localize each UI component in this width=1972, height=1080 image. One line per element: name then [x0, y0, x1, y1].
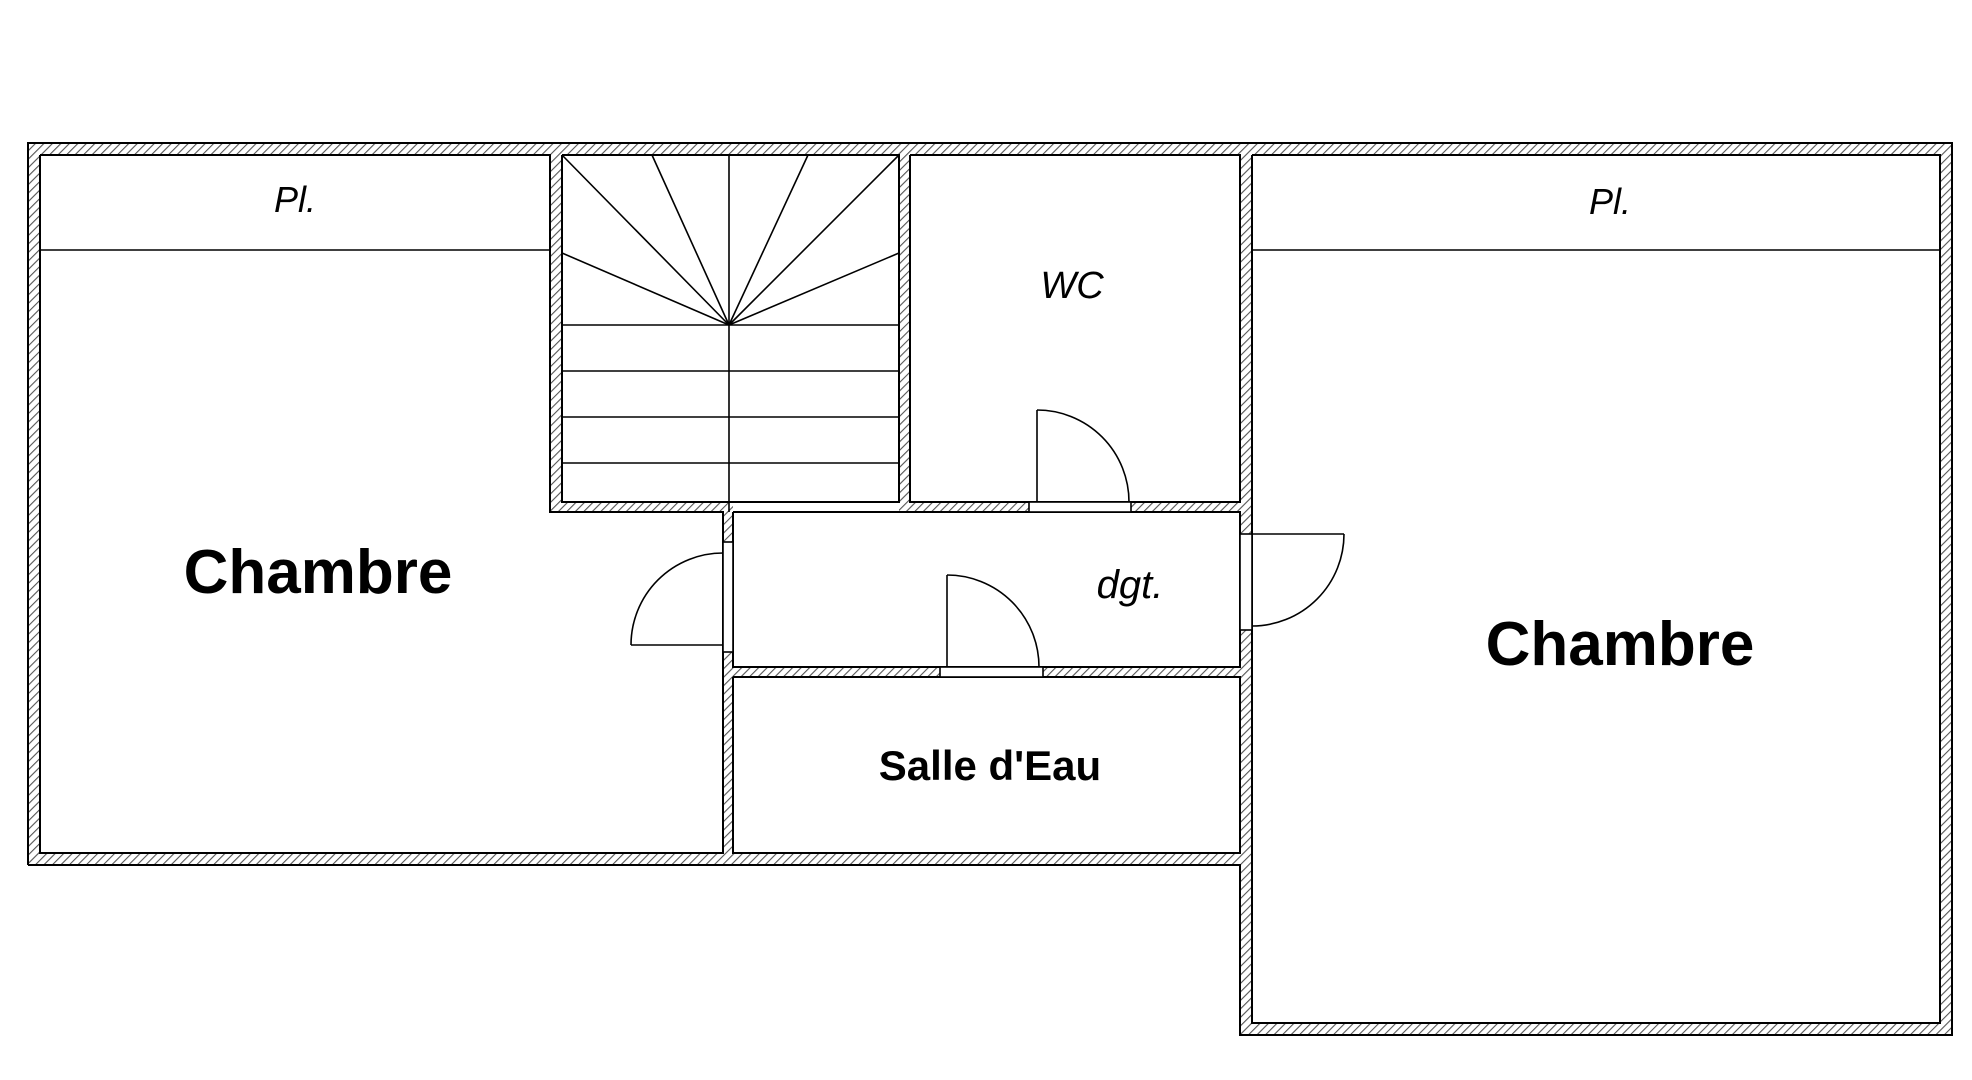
- wall-stair-left: [550, 150, 562, 512]
- wall-stair-right: [899, 150, 910, 512]
- wall-bottom-right: [1240, 1023, 1952, 1035]
- wall-bottom-left: [28, 853, 1246, 865]
- wall-top-right: [1240, 143, 1952, 155]
- room-label-chambre-left: Chambre: [184, 538, 453, 607]
- wall-salle-top-b: [1043, 667, 1246, 677]
- room-label-degagement: dgt.: [1097, 563, 1164, 607]
- wall-salle-top-a: [723, 667, 940, 677]
- wall-stair-bottom: [550, 502, 730, 512]
- wall-right: [1940, 150, 1952, 1035]
- room-label-salle-deau: Salle d'Eau: [879, 742, 1101, 789]
- wall-wc-bottom-b: [1131, 502, 1246, 512]
- door-salle-deau: [939, 574, 1044, 678]
- door-chambre-right: [1239, 533, 1345, 631]
- room-label-placard-left: Pl.: [274, 179, 316, 220]
- wall-dgt-left: [723, 502, 733, 862]
- wall-wc-bottom-a: [899, 502, 1029, 512]
- door-chambre-left: [630, 541, 734, 653]
- room-label-chambre-right: Chambre: [1486, 610, 1755, 679]
- room-label-wc: WC: [1040, 265, 1104, 307]
- room-label-placard-right: Pl.: [1589, 181, 1631, 222]
- door-wc: [1028, 409, 1132, 513]
- wall-top-left: [28, 143, 1246, 155]
- wall-left: [28, 150, 40, 865]
- staircase: [561, 154, 900, 512]
